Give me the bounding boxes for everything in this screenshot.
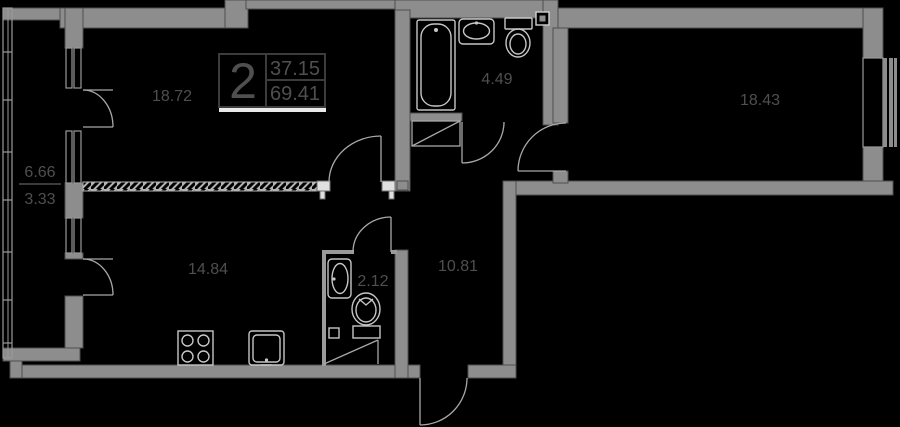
wall-bathroom-bottom [409,112,463,122]
door-room-top-right [517,122,567,172]
balcony-area-reduced: 3.33 [24,191,55,208]
wall-passage-stub [396,180,409,191]
hatched-partition [82,181,318,192]
wc-sink-icon [327,258,352,299]
wall-bottom-left-joint [9,360,23,379]
legend-rooms-count: 2 [229,53,257,109]
wardrobe-icon [411,120,461,147]
bathroom-sink-icon [458,18,495,45]
wc-diagonal-marks [323,339,379,365]
window-icon [65,217,73,254]
door-entrance [419,377,468,426]
door-room-top-left [328,135,382,183]
door-arc-icon [82,89,114,128]
wall-hall-right [502,180,517,379]
window-icon [65,130,73,184]
wall-balcony-seg-a [64,7,84,49]
balcony-area-full: 6.66 [24,164,55,181]
legend-total-area: 69.41 [270,83,320,105]
door-arc-icon [328,135,382,183]
wall-bottom-main [9,364,421,379]
legend-living-area: 37.15 [270,58,320,80]
door-jambs [316,180,396,200]
vent-shaft-icon [535,11,550,26]
door-arc-icon [517,122,567,172]
wall-bottom-entrance-right [467,364,517,379]
wall-top-step [224,0,249,29]
door-arc-icon [419,377,468,426]
wall-wc-right [394,249,409,379]
area-label-wc: 2.12 [357,273,388,290]
kitchen-sink-icon [248,330,285,366]
wall-bathroom-top [394,0,559,19]
walls [2,0,894,379]
wall-wc-top-thin [323,250,354,254]
stove-icon [177,330,214,366]
window-icon [65,47,73,89]
wc-shaft-icon [328,327,340,339]
legend-underline [219,108,326,112]
wc-toilet-icon [351,292,381,339]
wall-balcony-seg-c [64,252,84,260]
door-wc [352,216,392,253]
balcony-area-fraction: 6.66 3.33 [19,164,61,208]
balcony-glazing [2,7,13,359]
wall-room2-left-upper [552,27,569,124]
legend-badge: 2 37.15 69.41 [218,53,326,112]
wall-top-middle [245,0,397,10]
wall-room1-right [394,9,411,192]
door-arc-icon [461,121,505,164]
window-icon [862,57,884,148]
wall-balcony-seg-b [64,182,84,219]
wall-wc-jamb-stub [391,250,397,254]
door-balcony-lower [82,258,114,296]
area-label-bathroom: 4.49 [481,71,512,88]
bathtub-icon [416,19,456,111]
wall-balcony-bottom [2,347,81,362]
wc-partitions [322,250,397,366]
right-wall-window [862,57,897,148]
wall-right-upper [862,7,884,59]
wall-balcony-seg-d [64,295,84,349]
area-label-room-top-left: 18.72 [152,88,192,105]
area-label-kitchen-living: 14.84 [188,261,228,278]
wall-top-left [59,7,249,29]
door-arc-icon [352,216,392,253]
door-arc-icon [82,258,114,296]
area-label-room-top-right: 18.43 [740,92,780,109]
wall-room2-left-stub [552,170,569,184]
wall-top-right [544,7,884,29]
wall-wc-left-thin [322,250,326,366]
bathroom-toilet-icon [504,17,533,58]
area-label-hallway: 10.81 [438,258,478,275]
door-balcony-upper [82,89,114,128]
door-bathroom [461,121,505,164]
balcony-wall-windows [65,47,82,254]
